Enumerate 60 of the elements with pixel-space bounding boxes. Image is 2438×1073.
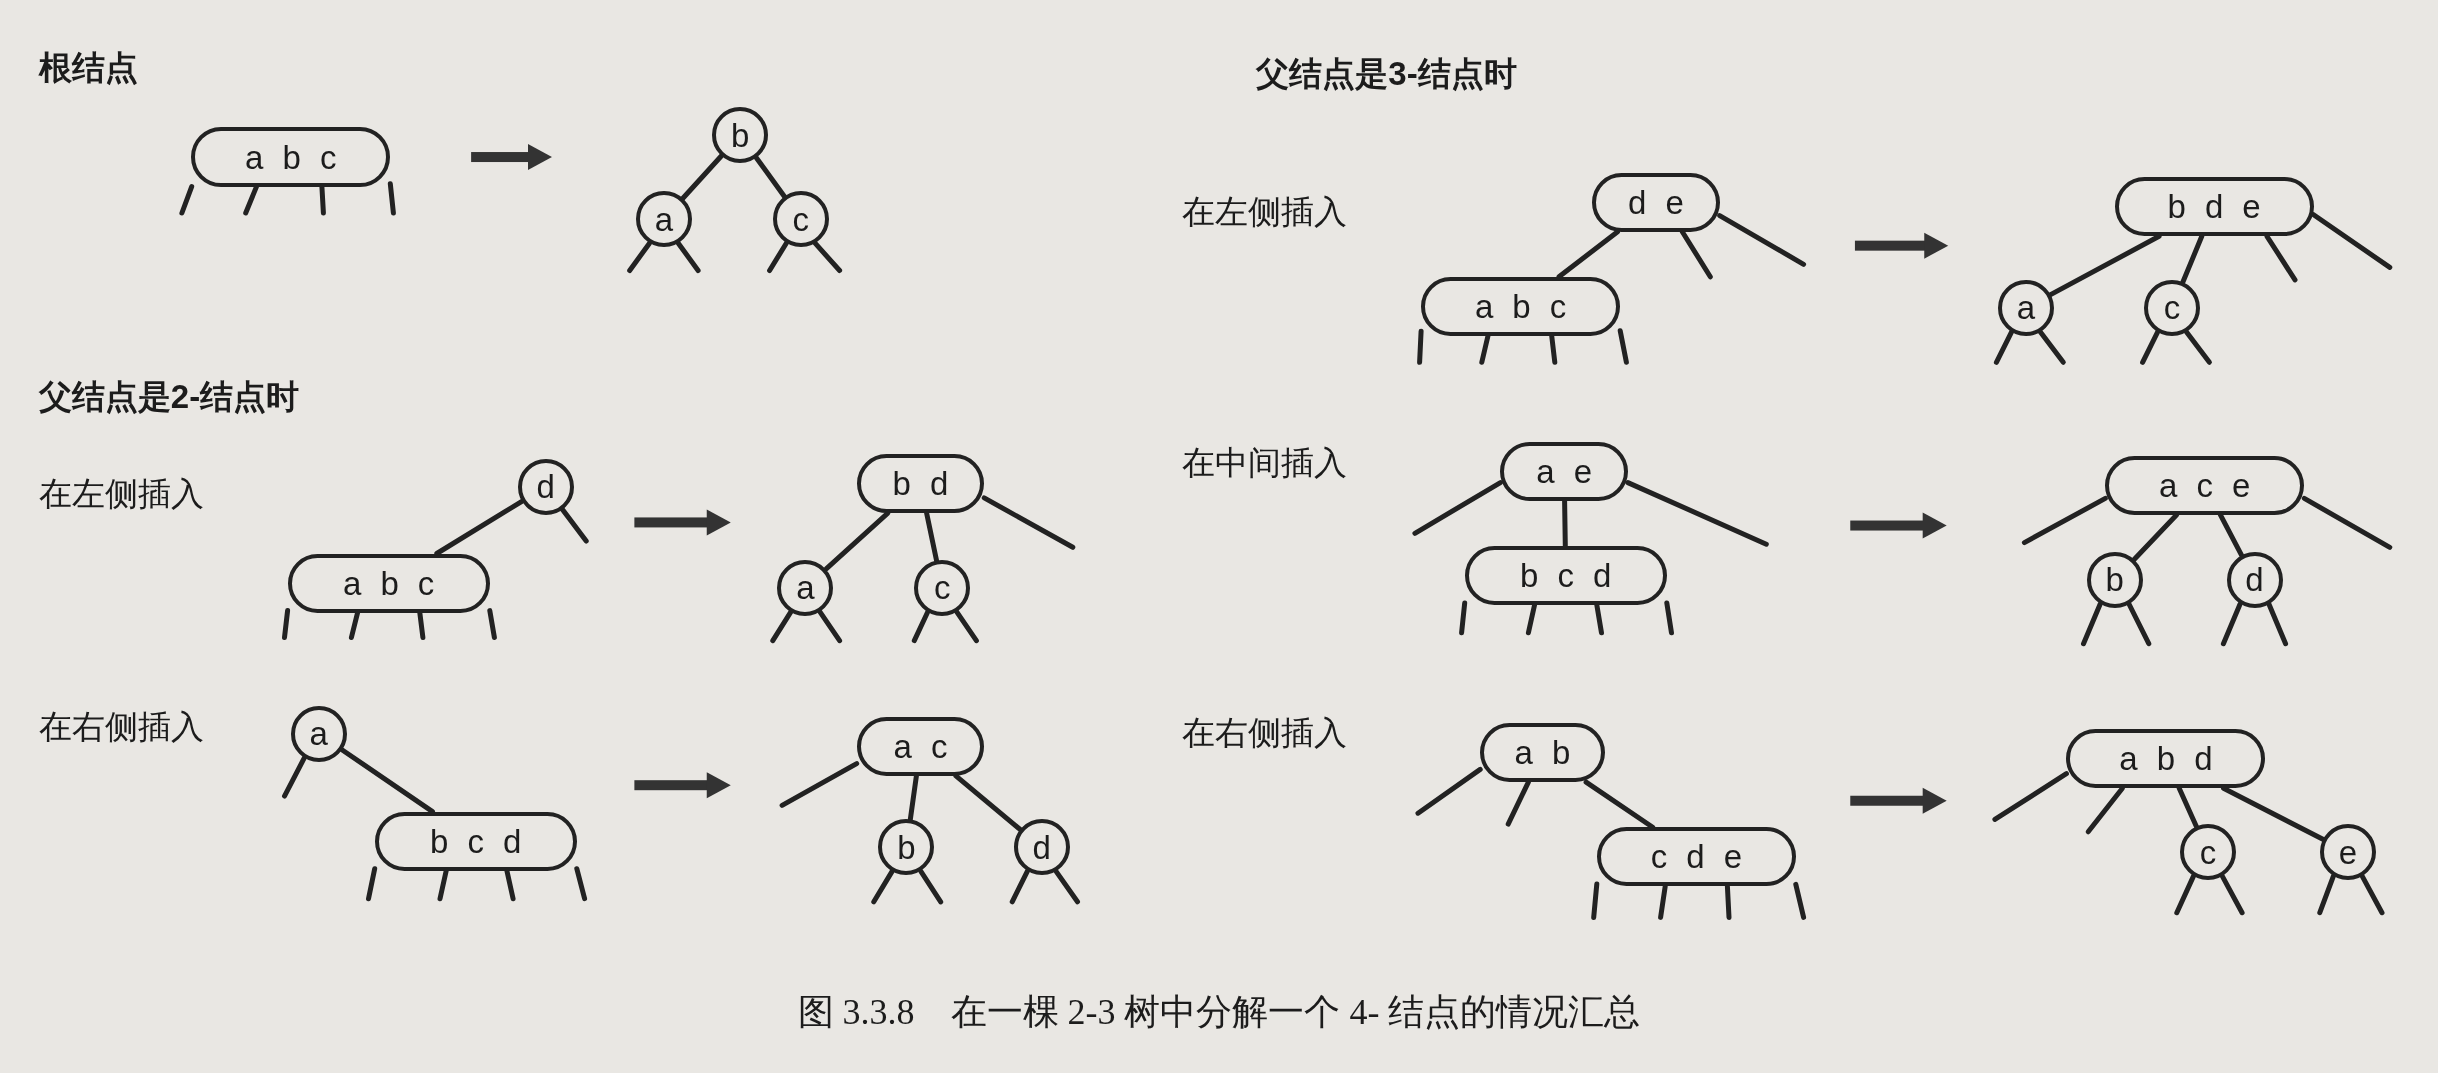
tree-link: [437, 868, 449, 902]
tree-link: [434, 498, 525, 556]
section-heading: 在中间插入: [1181, 442, 1347, 483]
section-heading: 在右侧插入: [38, 706, 204, 747]
tree-link: [179, 184, 195, 216]
tree-link: [918, 868, 944, 905]
key-node: a b: [1480, 723, 1605, 783]
section-heading: 在右侧插入: [1181, 713, 1347, 754]
key-node: b c d: [374, 811, 577, 871]
section-heading: 在左侧插入: [38, 473, 204, 514]
key-node: a e: [1500, 441, 1628, 501]
tree-link: [348, 610, 361, 640]
key-node: d e: [1592, 172, 1720, 232]
tree-link: [487, 608, 497, 640]
tree-link: [1664, 600, 1674, 636]
key-node: b d: [856, 454, 985, 514]
tree-link: [754, 155, 787, 199]
tree-link: [1591, 881, 1600, 920]
tree-link: [767, 240, 789, 273]
tree-link: [1009, 868, 1030, 905]
tree-link: [319, 184, 326, 216]
key-node: a b d: [2066, 729, 2266, 789]
key-node: a b c: [1421, 276, 1621, 336]
tree-link: [1525, 602, 1538, 636]
tree-link: [1479, 333, 1491, 365]
tree-link: [2131, 512, 2180, 563]
section-heading: 在左侧插入: [1181, 192, 1347, 233]
section-heading: 根结点: [38, 47, 138, 88]
tree-link: [1617, 328, 1629, 365]
tree-link: [1793, 881, 1807, 920]
tree-link: [2219, 873, 2245, 916]
tree-link: [366, 866, 378, 902]
tree-link: [2359, 873, 2385, 916]
key-node: b d e: [2114, 177, 2314, 237]
figure-caption: 图 3.3.8 在一棵 2-3 树中分解一个 4- 结点的情况汇总: [797, 991, 1641, 1034]
section-heading: 父结点是2-结点时: [38, 377, 300, 418]
key-node: a b c: [287, 553, 490, 613]
tree-link: [243, 184, 259, 216]
tree-link: [282, 608, 291, 640]
tree-link: [417, 610, 426, 640]
key-node: a c e: [2105, 455, 2305, 515]
section-heading: 父结点是3-结点时: [1256, 53, 1517, 94]
key-node: b c d: [1464, 545, 1667, 605]
key-node: c d e: [1596, 827, 1796, 887]
tree-link: [387, 181, 396, 216]
tree-link: [627, 240, 652, 273]
tree-link: [680, 153, 724, 201]
tree-link: [2317, 873, 2336, 916]
tree-link: [1594, 602, 1604, 636]
tree-link: [675, 240, 701, 273]
tree-link: [1679, 229, 1713, 280]
tree-link: [574, 866, 588, 902]
tree-link: [2174, 873, 2196, 916]
tree-link: [1417, 328, 1424, 365]
tree-link: [953, 773, 1023, 832]
tree-link: [1459, 600, 1468, 636]
key-node: a b c: [191, 127, 391, 187]
tree-link: [504, 868, 516, 902]
tree-link: [1549, 333, 1558, 365]
key-node: a c: [856, 716, 985, 776]
